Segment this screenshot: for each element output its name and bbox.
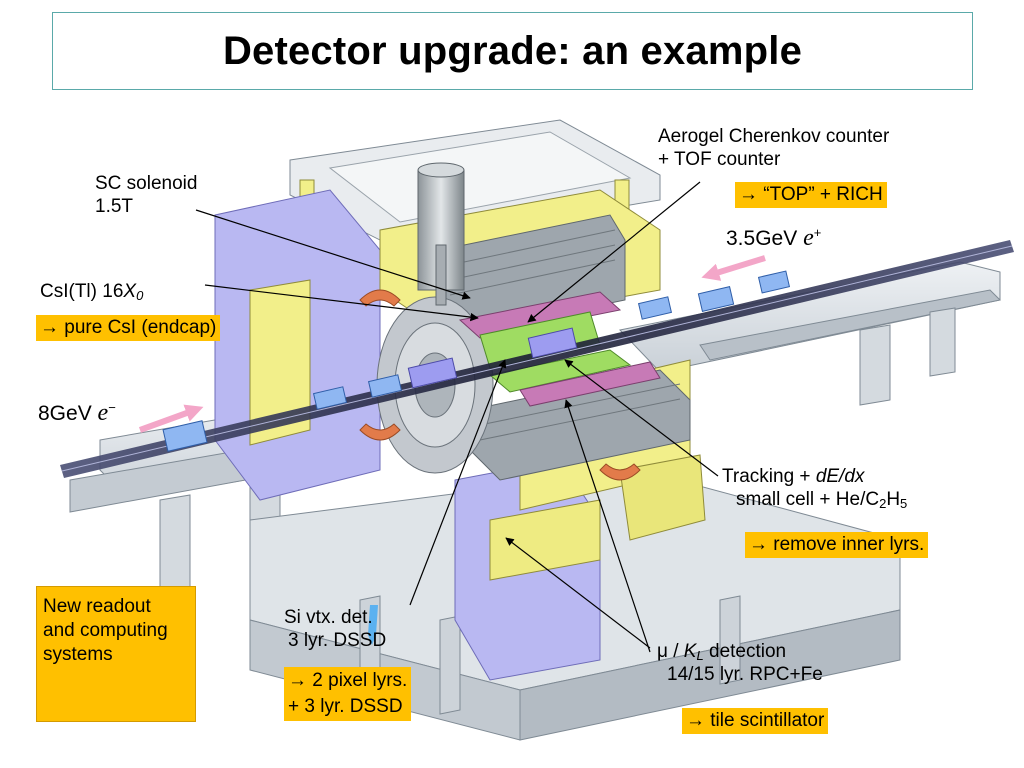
title-box: Detector upgrade: an example: [52, 12, 973, 90]
readout-text: New readout and computing systems: [43, 596, 168, 665]
label-aerogel-line2: + TOF counter: [658, 149, 781, 170]
positron-energy: 3.5GeV: [726, 227, 798, 250]
electron-beam-arrow: [138, 404, 204, 433]
label-muon: μ / KL detection 14/15 lyr. RPC+Fe: [657, 640, 823, 686]
upgrade-si-vtx: → 2 pixel lyrs. + 3 lyr. DSSD: [284, 667, 412, 721]
leader-csi: [204, 284, 479, 322]
inner-detector: [458, 291, 661, 407]
leader-sc-solenoid: [195, 209, 471, 300]
interaction-point-marker: [368, 605, 378, 645]
leader-muon: [564, 399, 651, 653]
muon-prefix: μ /: [657, 641, 684, 662]
tracking-cell: small cell + He/C: [736, 489, 880, 510]
tracking-mid: H: [886, 489, 901, 510]
positron-beam-arrow: [701, 255, 766, 281]
beam-arrows: [138, 255, 766, 433]
tracking-prefix: Tracking +: [722, 466, 816, 487]
endcap-seals: [359, 289, 641, 481]
muon-sub: L: [696, 648, 704, 663]
page-title: Detector upgrade: an example: [222, 28, 803, 73]
beam-magnets: [162, 270, 791, 452]
tracking-dedx: dE/dx: [815, 466, 865, 487]
cryostat-chimney: [417, 162, 465, 306]
upgrade-csi: → pure CsI (endcap): [36, 315, 221, 341]
label-aerogel: Aerogel Cherenkov counter + TOF counter: [658, 125, 889, 171]
leader-aerogel: [527, 181, 701, 323]
upgrade-si-line1: → 2 pixel lyrs.: [288, 670, 408, 691]
leader-si-vtx: [409, 359, 507, 606]
label-tracking-line2: small cell + He/C2H5: [722, 488, 907, 511]
label-muon-line1: μ / KL detection: [657, 640, 823, 663]
leader-tracking: [564, 359, 719, 477]
upgrade-aerogel: → “TOP” + RICH: [735, 182, 887, 208]
leader-muon-endcap: [505, 537, 651, 649]
readout-box: New readout and computing systems: [36, 586, 196, 722]
muon-k: K: [683, 641, 697, 662]
label-si-vtx-line1: Si vtx. det.: [284, 607, 373, 628]
electron-charge: −: [108, 400, 116, 415]
upgrade-muon: → tile scintillator: [682, 708, 829, 734]
upgrade-tracking: → remove inner lyrs.: [745, 532, 929, 558]
leader-lines: [195, 181, 719, 653]
tracking-sub1: 2: [879, 496, 887, 511]
label-csi-sub: 0: [136, 288, 144, 303]
upgrade-si-line2: + 3 lyr. DSSD: [288, 696, 403, 717]
tracking-sub2: 5: [900, 496, 908, 511]
label-sc-solenoid-line2: 1.5T: [95, 196, 134, 217]
positron-charge: +: [813, 225, 822, 240]
label-csi: CsI(Tl) 16X0: [40, 280, 143, 303]
label-electron-beam: 8GeV e−: [38, 400, 116, 427]
label-si-vtx-line2: 3 lyr. DSSD: [288, 630, 387, 651]
beam-pipe: [60, 240, 1014, 478]
electron-energy: 8GeV: [38, 402, 92, 425]
label-csi-text: CsI(Tl) 16: [40, 281, 124, 302]
label-positron-beam: 3.5GeV e+: [726, 225, 821, 252]
label-tracking-line1: Tracking + dE/dx: [722, 465, 907, 488]
label-tracking: Tracking + dE/dx small cell + He/C2H5: [722, 465, 907, 511]
label-si-vtx: Si vtx. det. 3 lyr. DSSD: [284, 606, 386, 652]
positron-symbol: e: [803, 225, 814, 251]
label-aerogel-line1: Aerogel Cherenkov counter: [658, 126, 890, 147]
electron-symbol: e: [97, 400, 109, 426]
label-sc-solenoid: SC solenoid 1.5T: [95, 172, 197, 218]
label-sc-solenoid-line1: SC solenoid: [95, 173, 198, 194]
muon-suffix: detection: [703, 641, 787, 662]
label-muon-line2: 14/15 lyr. RPC+Fe: [667, 664, 823, 685]
label-csi-x: X: [123, 281, 137, 302]
